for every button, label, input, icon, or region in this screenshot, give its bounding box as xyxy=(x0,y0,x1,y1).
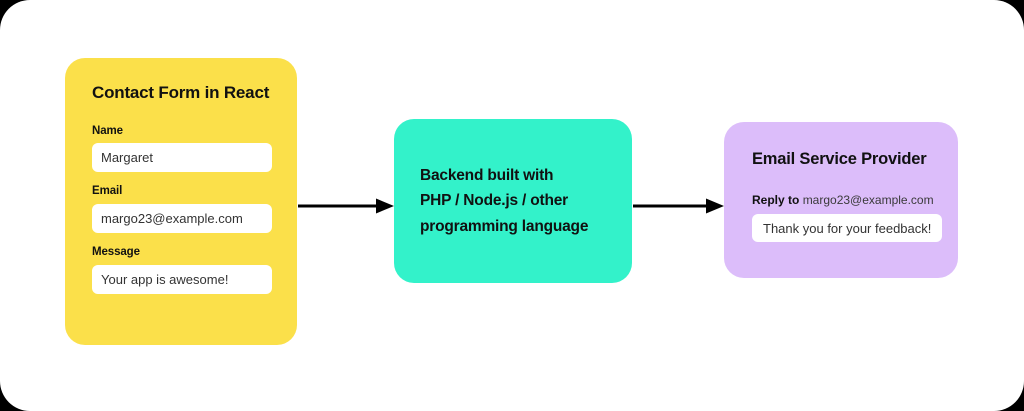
reply-to-address: margo23@example.com xyxy=(802,193,934,208)
esp-title: Email Service Provider xyxy=(752,150,927,168)
name-input[interactable]: Margaret xyxy=(92,143,272,173)
backend-line-3: programming language xyxy=(420,217,589,235)
field-group-name: Name Margaret xyxy=(92,125,272,173)
contact-form-title: Contact Form in React xyxy=(92,83,270,102)
message-input[interactable]: Your app is awesome! xyxy=(92,264,272,294)
message-field-label: Message xyxy=(92,245,140,258)
field-group-email: Email margo23@example.com xyxy=(92,185,272,233)
field-group-message: Message Your app is awesome! xyxy=(92,246,272,294)
backend-card: Backend built with PHP / Node.js / other… xyxy=(394,119,632,283)
backend-line-2: PHP / Node.js / other xyxy=(420,192,568,210)
backend-line-1: Backend built with xyxy=(420,167,554,185)
backend-description: Backend built with PHP / Node.js / other… xyxy=(420,163,588,238)
reply-to-label: Reply to xyxy=(752,193,800,208)
arrow-form-to-backend xyxy=(298,196,395,216)
email-service-provider-card: Email Service Provider Reply to margo23@… xyxy=(724,122,958,278)
reply-to-line: Reply to margo23@example.com xyxy=(752,194,934,207)
reply-message-bubble: Thank you for your feedback! xyxy=(752,214,943,243)
name-field-label: Name xyxy=(92,124,123,137)
contact-form-card: Contact Form in React Name Margaret Emai… xyxy=(65,58,297,345)
email-field-label: Email xyxy=(92,185,123,198)
email-input[interactable]: margo23@example.com xyxy=(92,203,272,233)
arrow-backend-to-esp xyxy=(633,196,725,216)
